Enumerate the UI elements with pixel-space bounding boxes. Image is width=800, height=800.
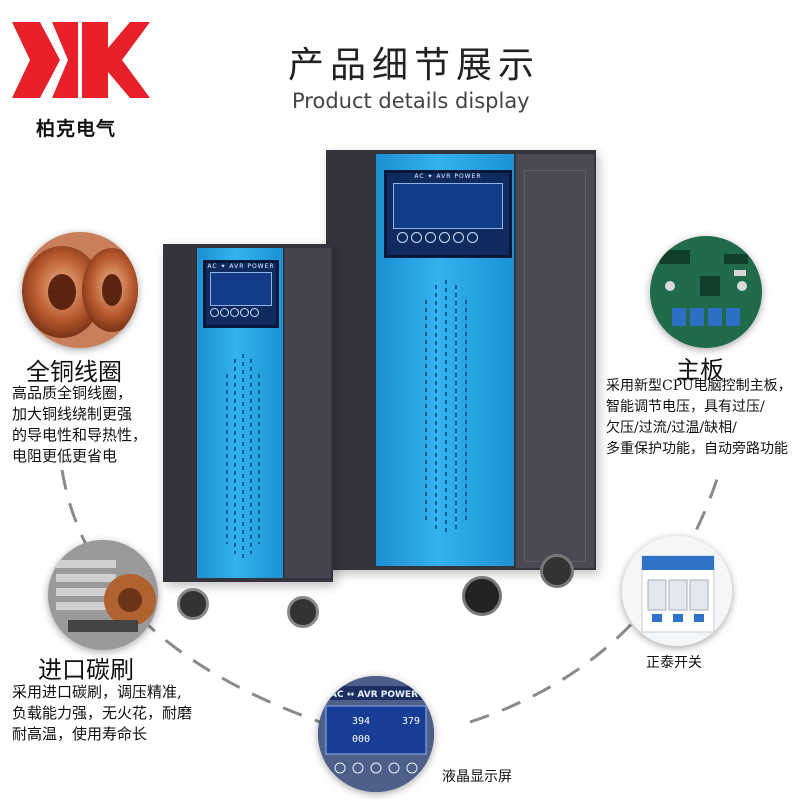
page-title-en: Product details display [292,89,530,113]
lcd-zoom-reading: 394 [352,716,370,727]
copper-coil-description: 高品质全铜线圈， 加大铜线绕制更强 的导电性和导热性， 电阻更低更省电 [12,384,148,465]
lcd-zoom-reading: 000 [352,734,370,745]
brand-logo [12,22,150,98]
mainboard-image [650,236,762,348]
vent-slots [226,354,260,559]
lcd-zoom-header: AC ↔ AVR POWER [330,690,418,700]
lcd-panel: AC ✦ AVR POWER [384,170,512,258]
chint-switch-caption: 正泰开关 [646,655,702,671]
page-title-cn: 产品细节展示 [288,45,541,86]
mainboard-description: 采用新型CPU电脑控制主板， 智能调节电压，具有过压/ 欠压/过流/过温/缺相/… [606,378,792,457]
caster-wheel [177,588,209,620]
lcd-display-image: AC ↔ AVR POWER 394 379 000 [318,676,434,792]
lcd-panel: AC ✦ AVR POWER [203,260,279,328]
large-stabilizer-cabinet: AC ✦ AVR POWER [326,150,596,616]
caster-wheel [287,596,319,628]
chint-switch-image [622,536,732,646]
vent-slots [425,280,467,535]
caster-wheel [462,576,502,616]
mainboard-title: 主板 [676,356,724,384]
small-stabilizer-cabinet: AC ✦ AVR POWER [163,244,333,628]
copper-coil-image [22,232,138,348]
carbon-brush-title: 进口碳刷 [38,656,134,684]
brand-name: 柏克电气 [36,118,117,140]
carbon-brush-image [48,540,158,650]
caster-wheel [540,554,574,588]
carbon-brush-description: 采用进口碳刷，调压精准, 负载能力强，无火花，耐磨 耐高温，使用寿命长 [12,683,193,743]
lcd-display-caption: 液晶显示屏 [442,769,512,785]
lcd-zoom-reading: 379 [402,716,420,727]
copper-coil-title: 全铜线圈 [26,358,122,386]
